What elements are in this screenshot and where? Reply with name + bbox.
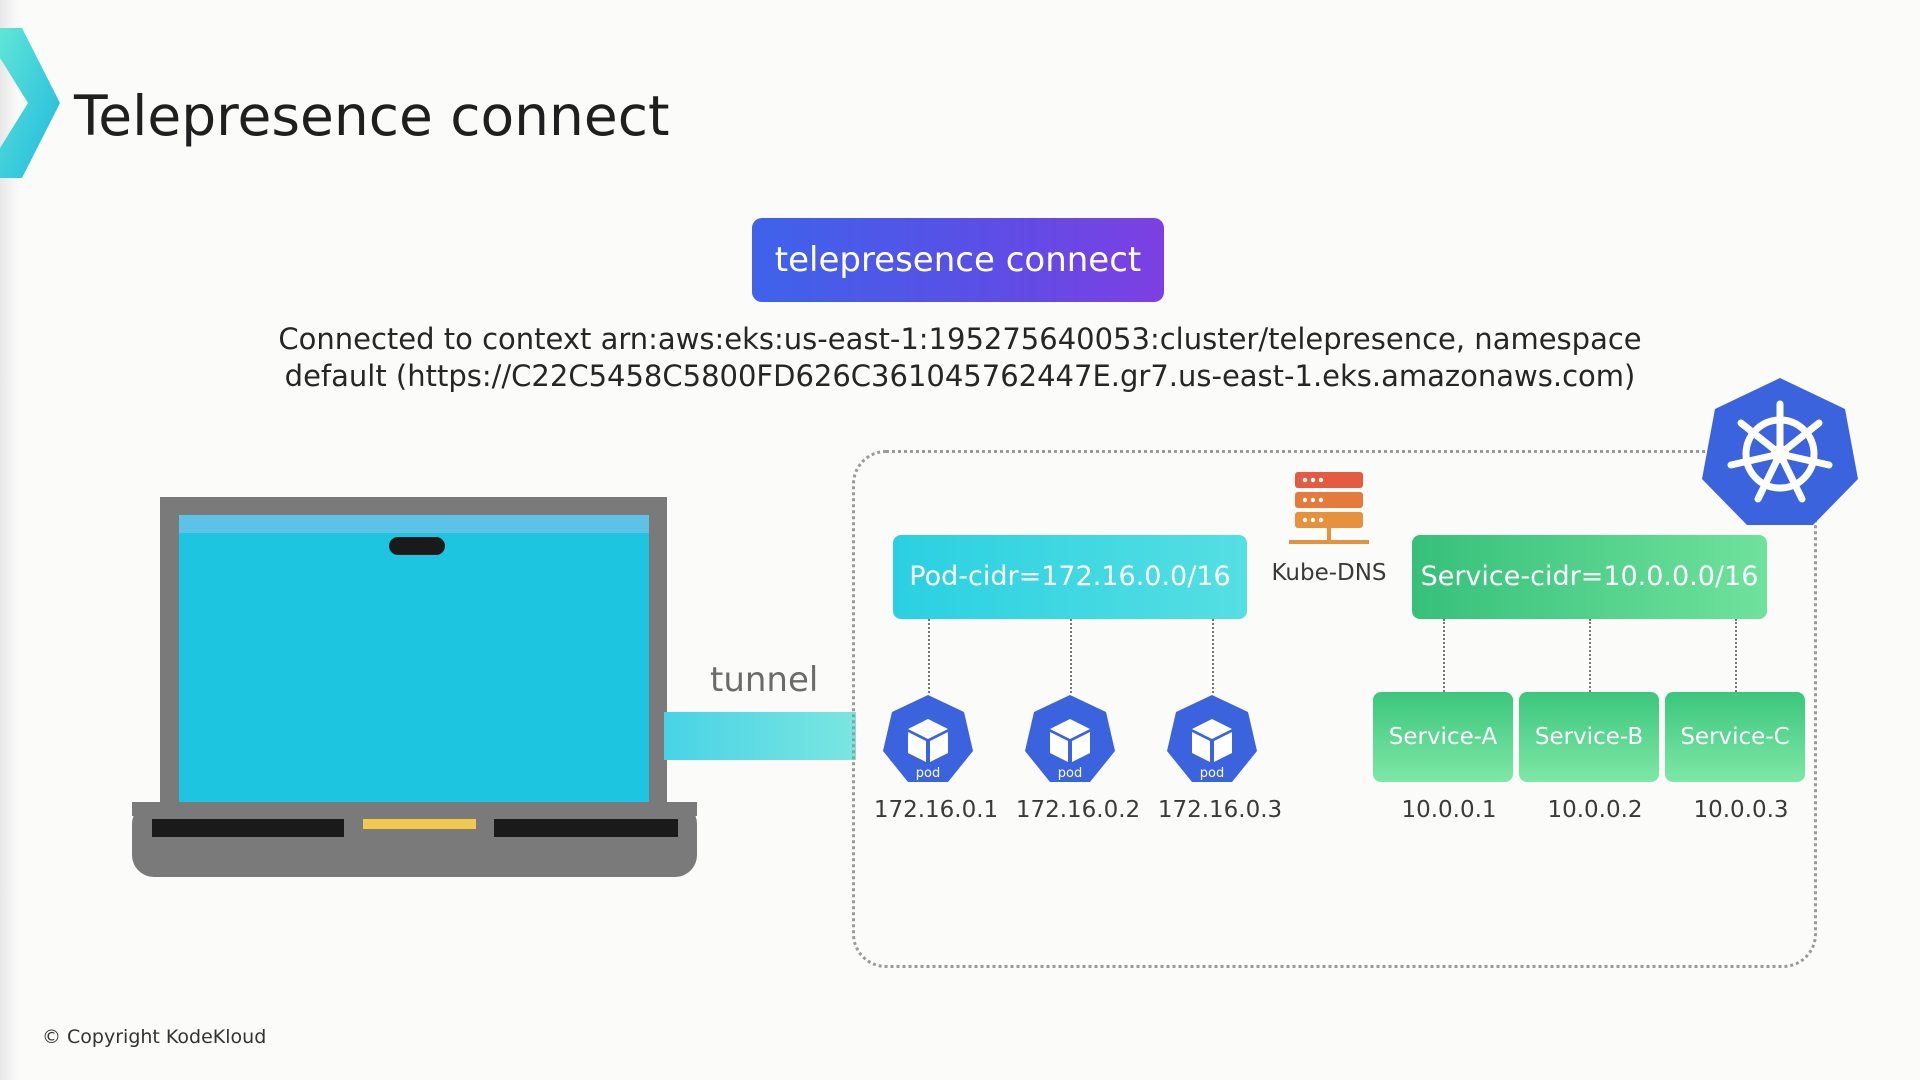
connect-output-line-2: default (https://C22C5458C5800FD626C3610… xyxy=(284,359,1636,393)
server-stack-icon xyxy=(1289,472,1369,544)
pod-cidr-box: Pod-cidr=172.16.0.0/16 xyxy=(893,535,1247,619)
kubernetes-helm-icon xyxy=(1702,378,1858,525)
pod-icon-label: pod xyxy=(916,766,940,781)
laptop-icon xyxy=(132,497,697,877)
pod-icon-label: pod xyxy=(1058,766,1082,781)
service-connector-line xyxy=(1735,619,1737,692)
service-ip-label: 10.0.0.2 xyxy=(1547,797,1643,823)
tunnel-label: tunnel xyxy=(710,660,819,700)
page-title: Telepresence connect xyxy=(74,84,670,148)
kube-dns-label: Kube-DNS xyxy=(1271,560,1387,586)
tunnel-connector xyxy=(664,712,856,760)
pod-cube-icon: pod xyxy=(1167,695,1257,782)
cluster-boundary xyxy=(852,450,1817,968)
chevron-icon xyxy=(0,28,60,178)
pod-cube-icon: pod xyxy=(1025,695,1115,782)
pod-icon-label: pod xyxy=(1200,766,1224,781)
service-ip-label: 10.0.0.3 xyxy=(1693,797,1789,823)
pod-connector-line xyxy=(1212,619,1214,693)
service-a-box: Service-A xyxy=(1373,692,1513,782)
service-connector-line xyxy=(1589,619,1591,692)
service-ip-label: 10.0.0.1 xyxy=(1401,797,1497,823)
service-cidr-box: Service-cidr=10.0.0.0/16 xyxy=(1412,535,1767,619)
pod-connector-line xyxy=(928,619,930,693)
pod-ip-label: 172.16.0.3 xyxy=(1157,797,1283,823)
service-b-box: Service-B xyxy=(1519,692,1659,782)
service-connector-line xyxy=(1443,619,1445,692)
pod-ip-label: 172.16.0.2 xyxy=(1015,797,1141,823)
service-c-box: Service-C xyxy=(1665,692,1805,782)
pod-ip-label: 172.16.0.1 xyxy=(873,797,999,823)
connect-output-line-1: Connected to context arn:aws:eks:us-east… xyxy=(278,322,1642,356)
pod-connector-line xyxy=(1070,619,1072,693)
pod-cube-icon: pod xyxy=(883,695,973,782)
left-edge-shade xyxy=(0,0,18,1080)
copyright-notice: © Copyright KodeKloud xyxy=(42,1026,267,1048)
telepresence-connect-button[interactable]: telepresence connect xyxy=(752,218,1164,302)
